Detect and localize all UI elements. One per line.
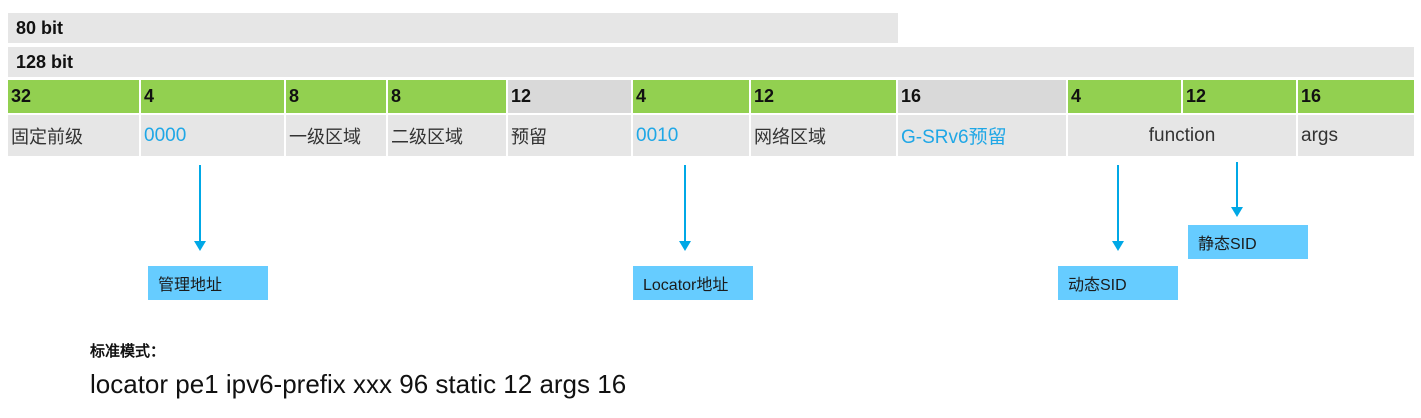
mode-title: 标准模式： [90, 343, 166, 360]
bit-cell: 12 [1183, 80, 1298, 113]
field-cell: 0000 [141, 115, 286, 156]
bit-cell: 32 [8, 80, 141, 113]
field-cell: args [1298, 115, 1414, 156]
bit-width-row: 32 4 8 8 12 4 12 16 4 12 16 [8, 80, 1414, 113]
field-cell: 预留 [508, 115, 633, 156]
label-mgmt-address: 管理地址 [148, 266, 268, 300]
field-cell: function [1068, 115, 1298, 156]
field-cell: 一级区域 [286, 115, 388, 156]
field-cell: 固定前级 [8, 115, 141, 156]
bit-cell: 4 [633, 80, 751, 113]
bit-cell: 4 [141, 80, 286, 113]
bit-cell: 16 [898, 80, 1068, 113]
label-dynamic-sid: 动态SID [1058, 266, 1178, 300]
bit-cell: 4 [1068, 80, 1183, 113]
bit-cell: 8 [388, 80, 508, 113]
label-static-sid: 静态SID [1188, 225, 1308, 259]
label-locator-address: Locator地址 [633, 266, 753, 300]
arrow-locator [679, 165, 691, 251]
field-cell: 0010 [633, 115, 751, 156]
field-name-row: 固定前级 0000 一级区域 二级区域 预留 0010 网络区域 G-SRv6预… [8, 115, 1414, 156]
arrow-dynamic [1112, 165, 1124, 251]
arrow-static [1231, 162, 1243, 217]
field-cell: 二级区域 [388, 115, 508, 156]
arrow-mgmt [194, 165, 206, 251]
command-text: locator pe1 ipv6-prefix xxx 96 static 12… [90, 369, 627, 399]
field-cell: G-SRv6预留 [898, 115, 1068, 156]
bar-80-bit: 80 bit [8, 13, 898, 43]
bit-cell: 8 [286, 80, 388, 113]
bit-cell: 16 [1298, 80, 1414, 113]
bar-128-bit: 128 bit [8, 47, 1414, 77]
field-cell: 网络区域 [751, 115, 898, 156]
bit-cell: 12 [508, 80, 633, 113]
bit-cell: 12 [751, 80, 898, 113]
